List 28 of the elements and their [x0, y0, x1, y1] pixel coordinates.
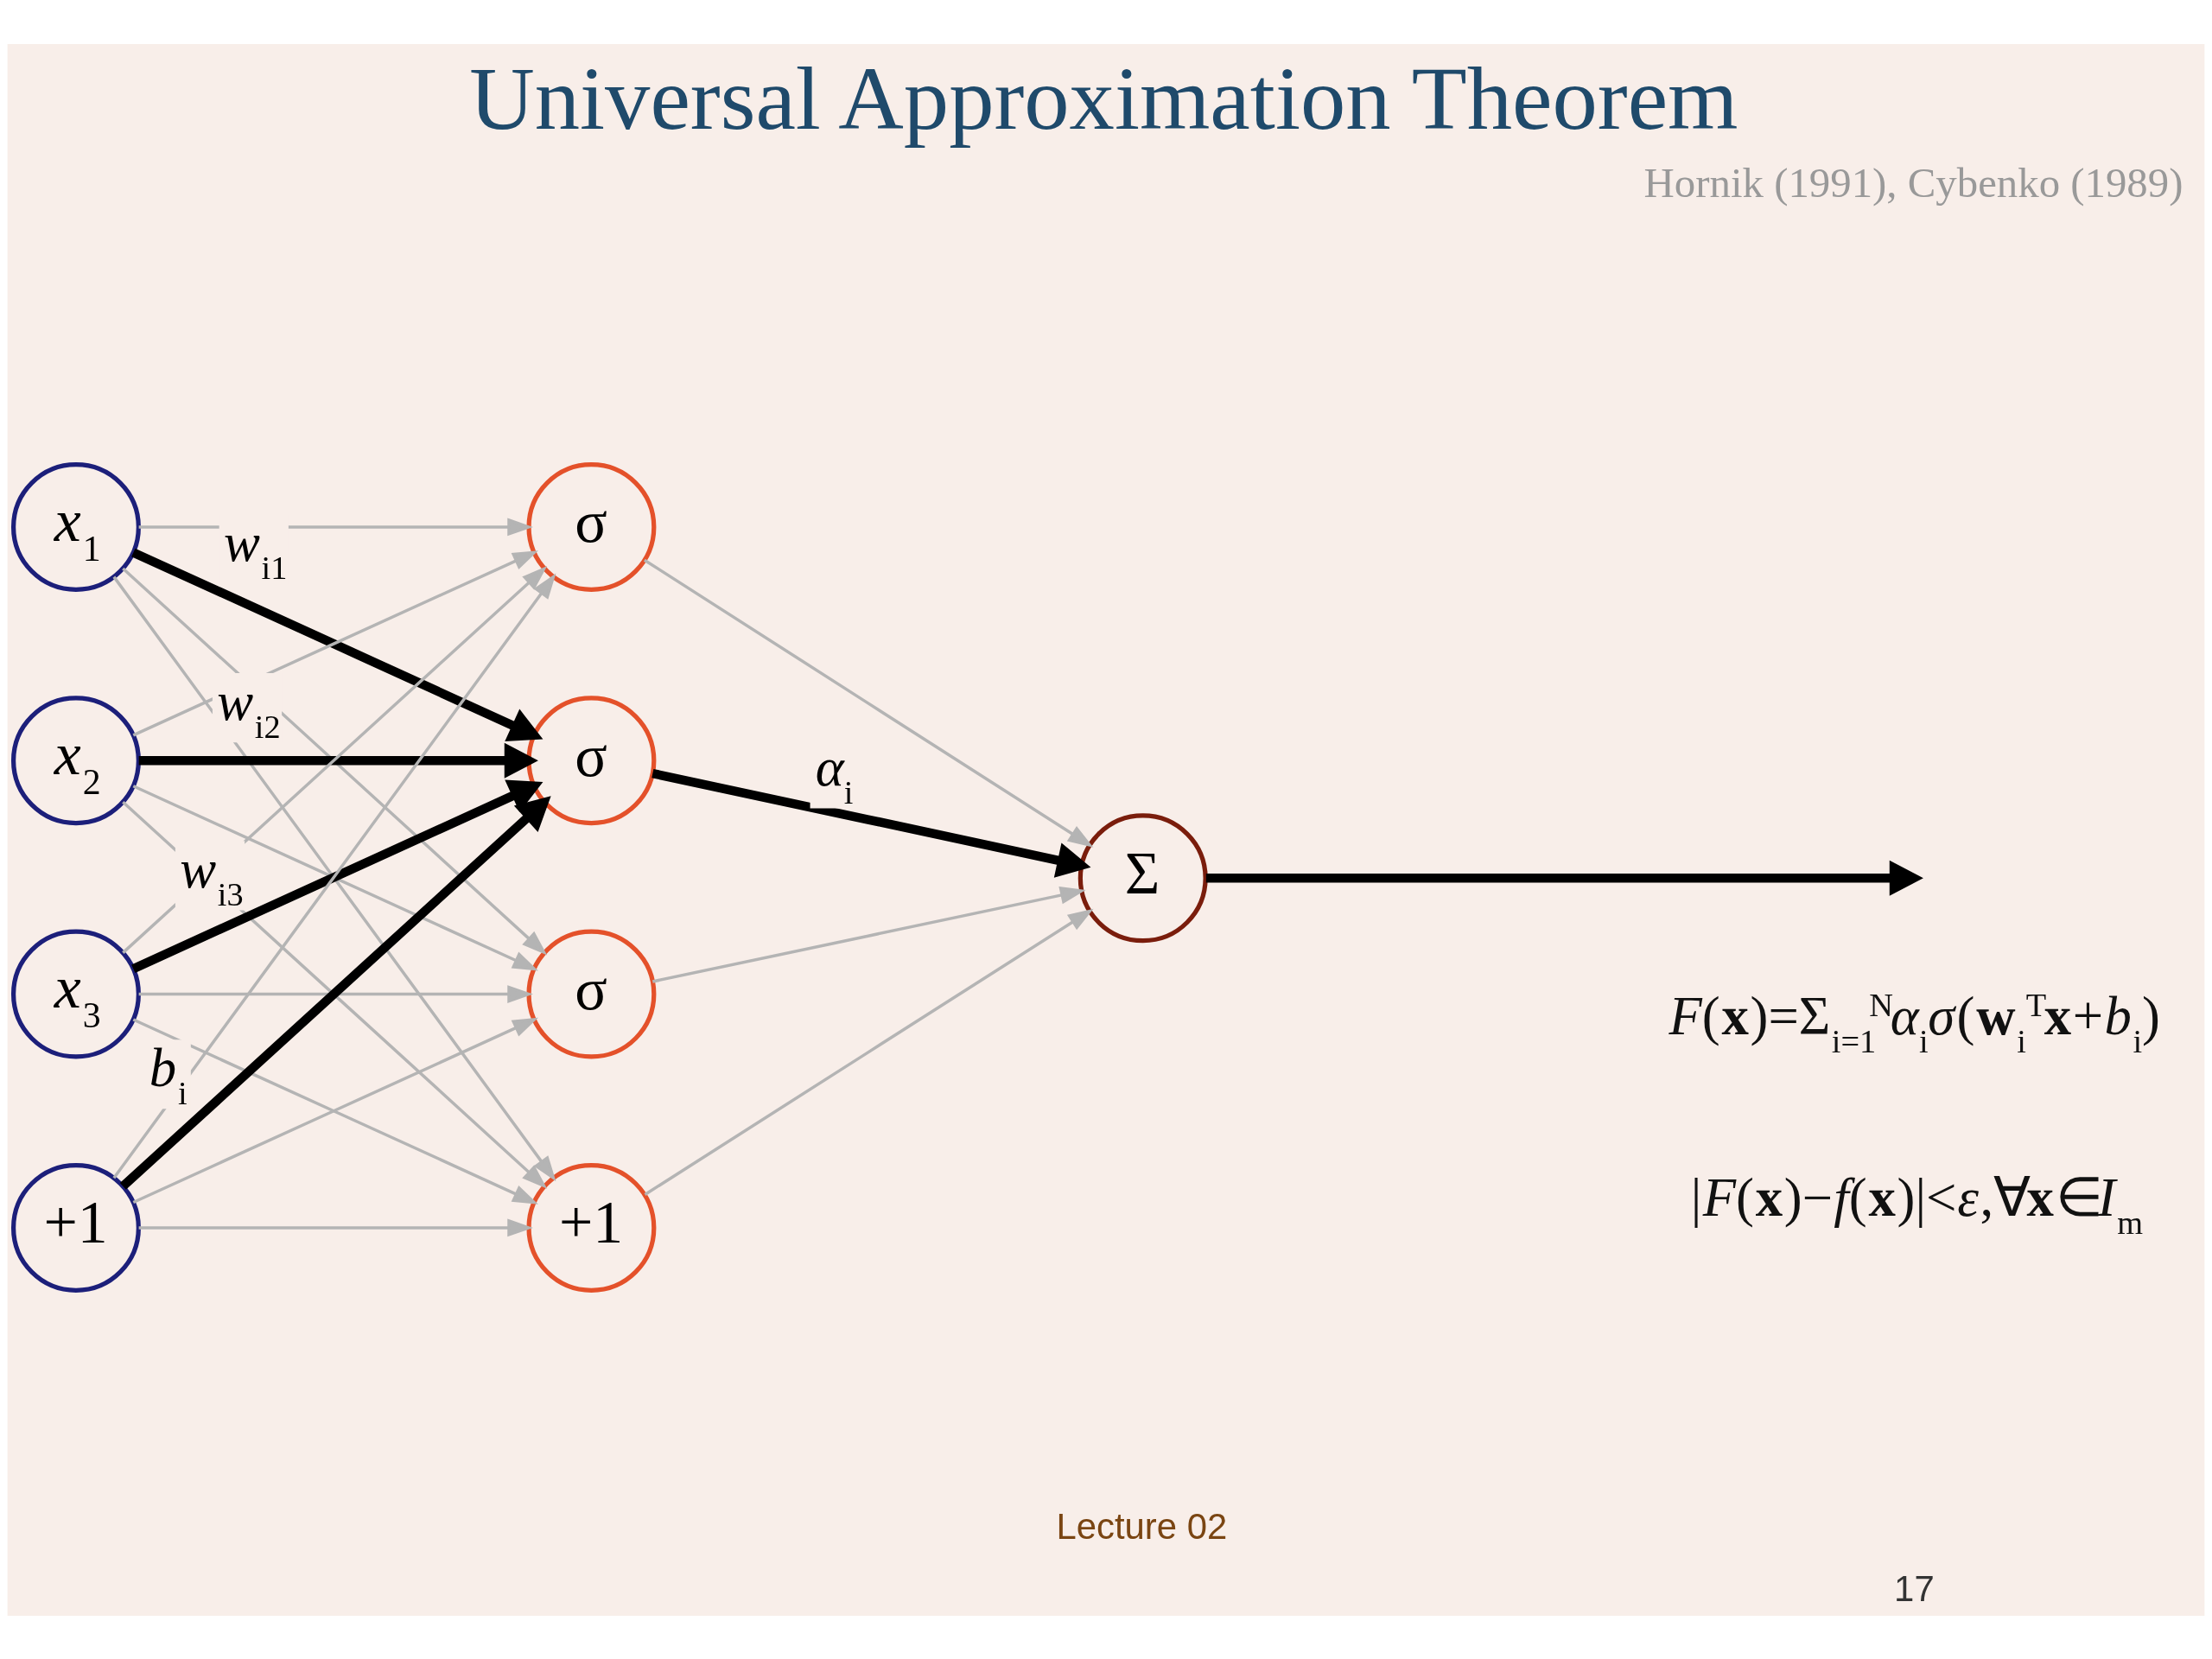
arrow: [652, 886, 1086, 983]
label: 17: [1894, 1567, 1935, 1609]
node-circle: σ: [526, 461, 657, 592]
arrow: [1205, 860, 1923, 896]
node-circle: x$_{2}$: [10, 695, 141, 825]
arrow: [643, 558, 1094, 848]
edge-label: α$_{i}$: [815, 736, 854, 810]
edge-label: w$_{i3}$: [180, 838, 244, 912]
arrow: [138, 742, 538, 779]
arrow: [644, 908, 1094, 1196]
node-circle: +1: [10, 1162, 141, 1293]
edge-label: b$_{i}$: [149, 1037, 188, 1111]
diagram-title: Universal Approximation Theorem: [469, 48, 1738, 149]
node-circle: σ: [526, 929, 657, 1059]
arrow: [652, 768, 1091, 878]
label: |F(x)−f(x)|<ε,∀x∈I$_{m}$: [1690, 1166, 2144, 1241]
arrow: [138, 984, 533, 1003]
edge-label: w$_{i1}$: [223, 512, 288, 586]
node-circle: σ: [526, 695, 657, 825]
edge-label: w$_{i2}$: [217, 671, 281, 745]
label: Lecture 02: [1056, 1505, 1228, 1547]
label: F(x)=Σ$_{i=1}$$^{N}$α$_{i}$σ(w$_{i}$$^{T}$x+b$_{i}$): [1669, 985, 2160, 1059]
arrow: [138, 1218, 533, 1236]
node-circle: x$_{1}$: [10, 461, 141, 592]
node-circle: Σ: [1077, 812, 1208, 943]
node-circle: +1: [526, 1162, 657, 1293]
node-circle: x$_{3}$: [10, 929, 141, 1059]
label: Hornik (1991), Cybenko (1989): [1643, 158, 2183, 207]
